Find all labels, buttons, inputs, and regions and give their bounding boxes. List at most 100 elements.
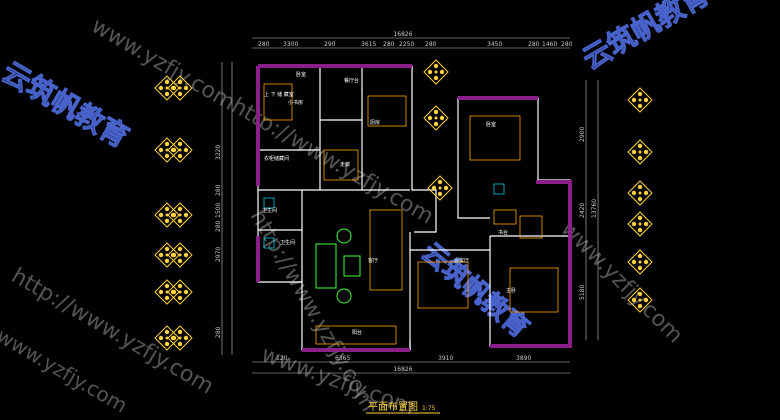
top-dimensions — [252, 37, 570, 49]
toilet-2 — [263, 197, 275, 209]
dim-left-5: 2970 — [215, 247, 222, 262]
sink — [493, 183, 505, 195]
dim-left-6: 280 — [215, 326, 222, 338]
right-symbol-column — [627, 87, 653, 313]
top-symbol-row — [423, 59, 453, 201]
elevation-symbol-icon — [627, 139, 653, 165]
wall-fills — [256, 64, 572, 352]
elevation-symbol-icon — [167, 137, 193, 163]
elevation-symbol-icon — [167, 242, 193, 268]
sofa-set — [315, 228, 361, 304]
dining-table — [323, 149, 359, 181]
left-segment-labels: 3220 280 1500 280 2970 280 — [215, 145, 222, 338]
room-label-balcony: 阳台 — [352, 329, 362, 336]
elevation-symbol-icon — [167, 325, 193, 351]
watermark-url-top: www.yzfjy.com — [87, 14, 239, 116]
dim-top-9: 280 — [528, 41, 540, 48]
dim-left-2: 280 — [215, 184, 222, 196]
room-label-master: 主卧 — [506, 287, 516, 294]
dim-left-4: 280 — [215, 220, 222, 232]
elevation-symbol-icon — [627, 87, 653, 113]
room-label-kitchen: 厨房 — [370, 119, 380, 126]
watermark-url-right: www.yzfjy.com — [556, 217, 688, 349]
left-dimensions — [221, 62, 233, 355]
room-label-hall: 走廊 — [340, 161, 350, 168]
desk — [493, 209, 517, 225]
room-labels: 上 下 储 藏室 小书房 卧室 衣柜储藏间 餐厅台 厨房 卧室 卫生间 卫生间 … — [262, 71, 516, 336]
dim-left-3: 1500 — [215, 203, 222, 218]
dim-top-3: 290 — [324, 41, 336, 48]
room-label-guest-bedroom: 卧室 — [486, 121, 496, 128]
watermark-brand-left: 云筑帆教育 — [0, 55, 134, 154]
dim-top-6: 2250 — [399, 41, 414, 48]
elevation-symbol-icon — [423, 59, 449, 85]
room-label-storage: 上 下 储 藏室 — [264, 91, 294, 98]
room-label-living: 客厅 — [368, 257, 378, 264]
armchair-bottom — [336, 288, 352, 304]
lounge-set — [417, 261, 469, 309]
dim-bottom-4: 3890 — [516, 355, 531, 362]
dim-top-10: 1460 — [542, 41, 557, 48]
dim-bottom-1: 120 — [276, 355, 288, 362]
bottom-dimensions — [252, 361, 570, 374]
fixtures — [263, 183, 505, 249]
bottom-total-dimension: 16826 — [393, 366, 412, 373]
elevation-symbol-icon — [154, 137, 180, 163]
dim-right-2: 2420 — [579, 203, 586, 218]
dim-right-3: 13760 — [591, 199, 598, 218]
kitchen-counter — [367, 95, 407, 127]
room-label-study: 小书房 — [288, 99, 303, 106]
watermark-brand-right: 云筑帆教育 — [577, 0, 715, 76]
dim-bottom-3: 3910 — [438, 355, 453, 362]
dim-right-4: 5180 — [579, 285, 586, 300]
bottom-segment-labels: 120 6365 3910 3890 — [276, 355, 531, 362]
drawing-title: 平面布置图 — [368, 401, 418, 413]
armchair-top — [336, 228, 352, 244]
right-segment-labels: 2900 2420 13760 5180 — [579, 127, 598, 300]
room-label-bedroom: 卧室 — [296, 71, 306, 78]
furniture — [263, 83, 559, 345]
armchair — [519, 215, 543, 239]
bed-top-left — [263, 83, 293, 121]
dim-top-8: 3450 — [487, 41, 502, 48]
elevation-symbol-icon — [627, 211, 653, 237]
dim-top-11: 280 — [561, 41, 573, 48]
room-label-dining: 餐厅台 — [344, 77, 359, 84]
bed-top-right — [469, 115, 521, 161]
coffee-table — [343, 255, 361, 277]
dim-top-5: 280 — [383, 41, 395, 48]
room-label-desk: 书台 — [498, 229, 508, 236]
dim-right-1: 2900 — [579, 127, 586, 142]
left-symbol-column — [154, 75, 193, 351]
elevation-symbol-icon — [627, 287, 653, 313]
dim-left-1: 3220 — [215, 145, 222, 160]
dim-top-1: 280 — [258, 41, 270, 48]
right-dimensions — [585, 80, 599, 340]
top-total-dimension: 16826 — [393, 31, 412, 38]
bed-bottom-right — [509, 267, 559, 313]
drawing-scale: 1:75 — [422, 405, 436, 412]
elevation-symbol-icon — [423, 105, 449, 131]
top-segment-labels: 280 3300 290 3615 280 2250 280 3450 280 … — [258, 41, 573, 48]
sofa — [315, 243, 337, 289]
elevation-symbol-icon — [627, 249, 653, 275]
room-label-bath-1: 卫生间 — [262, 207, 277, 214]
dim-top-2: 3300 — [283, 41, 298, 48]
elevation-symbol-icon — [154, 242, 180, 268]
elevation-symbol-icon — [167, 75, 193, 101]
elevation-symbol-icon — [427, 175, 453, 201]
elevation-symbol-icon — [627, 180, 653, 206]
room-label-bath-2: 卫生间 — [280, 239, 295, 246]
balcony-bench — [315, 325, 397, 345]
dim-top-4: 3615 — [361, 41, 376, 48]
room-label-closet: 衣柜储藏间 — [264, 155, 289, 162]
toilet-1 — [263, 237, 275, 249]
room-label-lounge: 会客厅 — [454, 257, 469, 264]
tv-cabinet — [369, 209, 403, 291]
watermark-brand-center: 云筑帆教育 — [416, 237, 536, 344]
dim-bottom-2: 6365 — [335, 355, 350, 362]
elevation-symbol-icon — [167, 202, 193, 228]
elevation-symbol-icon — [167, 279, 193, 305]
dim-top-7: 280 — [425, 41, 437, 48]
